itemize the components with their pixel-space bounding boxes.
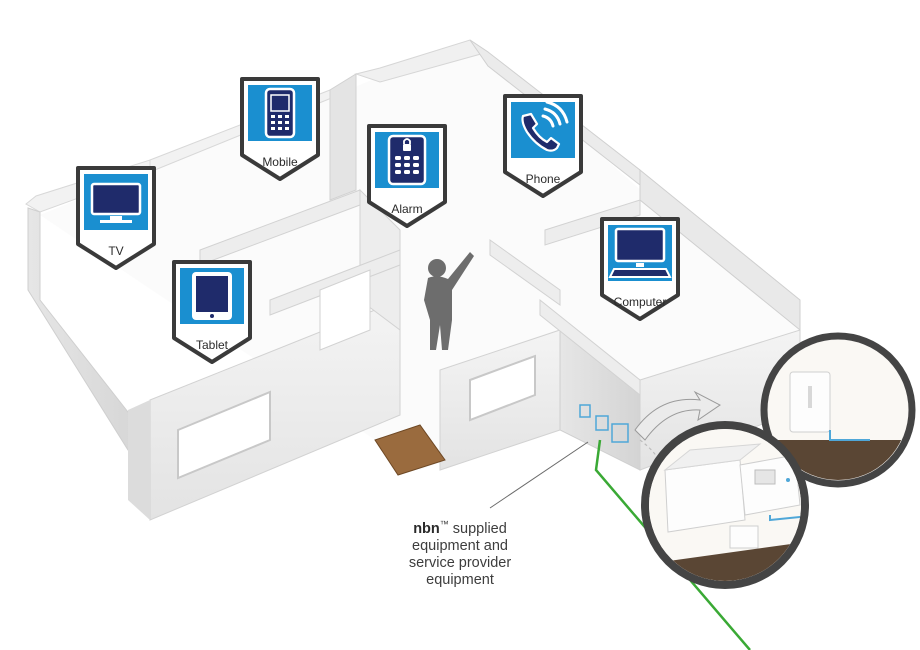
badge-computer-label: Computer	[613, 295, 667, 309]
badge-tv: TV	[72, 164, 160, 272]
zoom-circle-lower	[641, 421, 809, 589]
equipment-caption: nbn™ supplied equipment and service prov…	[360, 516, 560, 589]
tablet-icon	[192, 272, 232, 320]
badge-alarm-label: Alarm	[391, 202, 423, 216]
badge-phone-label: Phone	[525, 172, 561, 186]
badge-mobile: Mobile	[236, 75, 324, 183]
mobile-phone-icon	[264, 87, 296, 139]
person-silhouette	[424, 252, 474, 350]
caption-line3: service provider	[408, 554, 512, 571]
door-mat	[374, 424, 446, 476]
house-interior-walls	[199, 73, 641, 397]
badge-mobile-label: Mobile	[262, 155, 298, 169]
caption-brand: nbn	[413, 520, 440, 537]
zoom-circle-upper	[760, 332, 916, 488]
caption-line4: equipment	[426, 571, 494, 588]
tv-icon	[90, 182, 142, 223]
caption-line2: equipment and	[412, 537, 508, 554]
wall-equipment-small	[579, 404, 629, 443]
green-cable	[594, 439, 751, 650]
zoom-arrow	[634, 390, 721, 441]
badge-alarm: Alarm	[363, 122, 451, 230]
caption-leader-line	[489, 441, 589, 509]
computer-monitor-icon	[608, 227, 672, 278]
caption-line1: supplied	[452, 520, 507, 537]
badge-phone: Phone	[499, 92, 587, 200]
caption-trademark: ™	[439, 519, 449, 529]
badge-tablet: Tablet	[168, 258, 256, 366]
alarm-keypad-icon	[387, 134, 427, 186]
badge-computer: Computer	[596, 215, 684, 323]
house-outer-walls	[25, 39, 801, 521]
badge-tv-label: TV	[108, 244, 124, 258]
badge-tablet-label: Tablet	[195, 338, 229, 352]
phone-handset-icon	[521, 100, 569, 152]
